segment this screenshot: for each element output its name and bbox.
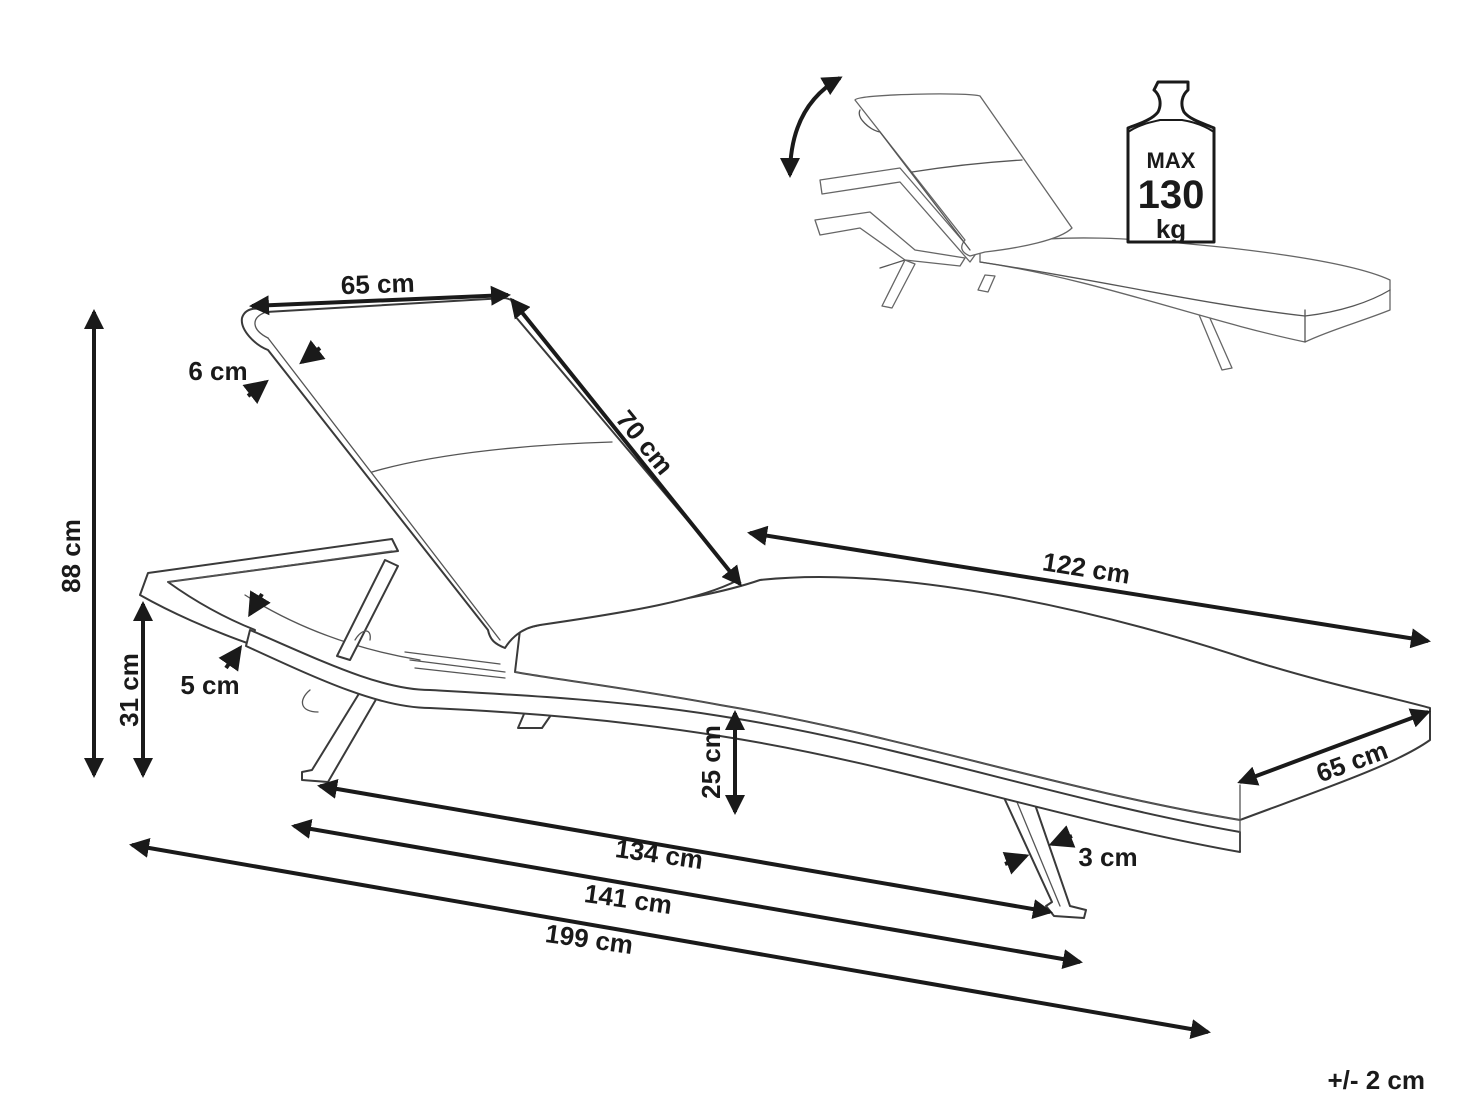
seat-frame-underside bbox=[245, 629, 1241, 853]
frame-rail bbox=[139, 538, 399, 645]
max-load-value: 130 bbox=[1138, 173, 1205, 217]
max-load-unit: kg bbox=[1156, 214, 1186, 244]
label-frame-thickness: 5 cm bbox=[180, 670, 239, 700]
label-total-length: 199 cm bbox=[544, 918, 636, 960]
label-frame-height: 31 cm bbox=[114, 653, 144, 727]
max-load-label: MAX bbox=[1147, 148, 1196, 173]
label-leg-span: 134 cm bbox=[614, 833, 706, 875]
leg-front-left bbox=[301, 691, 379, 783]
label-frame-length: 141 cm bbox=[583, 878, 675, 920]
tolerance-note: +/- 2 cm bbox=[1327, 1065, 1425, 1095]
lounger-reclined-thumbnail bbox=[780, 76, 1391, 371]
label-total-height: 88 cm bbox=[56, 519, 86, 593]
label-backrest-width: 65 cm bbox=[340, 268, 415, 301]
label-cushion-thickness: 6 cm bbox=[188, 356, 247, 386]
dimension-lines bbox=[84, 285, 1431, 1039]
weight-icon: MAX 130 kg bbox=[1126, 80, 1216, 244]
label-leg-height: 25 cm bbox=[696, 725, 726, 799]
lounger-main-drawing bbox=[139, 297, 1431, 919]
label-leg-thickness: 3 cm bbox=[1078, 842, 1137, 872]
backrest-strut bbox=[336, 559, 399, 661]
